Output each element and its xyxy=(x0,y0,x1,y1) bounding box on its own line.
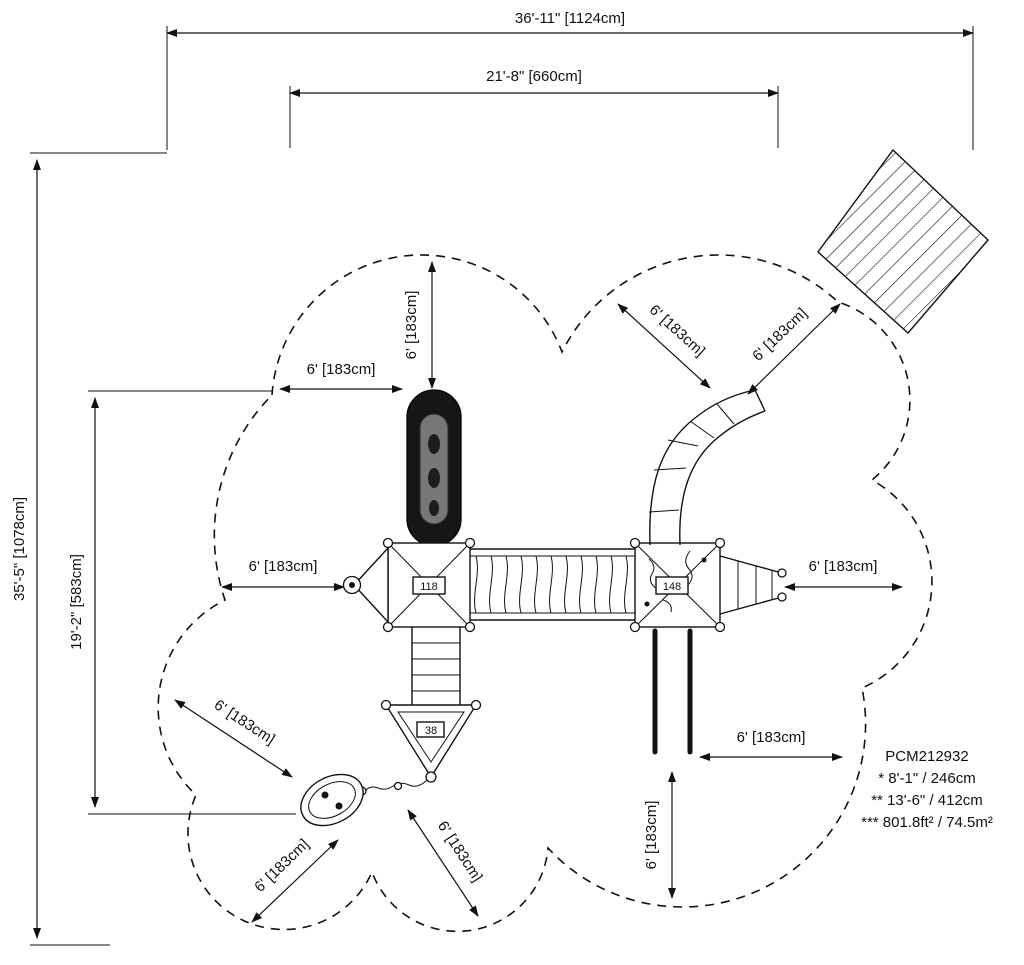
overall-depth-label: 35'-5" [1078cm] xyxy=(11,497,28,601)
hatched-area xyxy=(817,148,989,334)
use-zone-outline xyxy=(157,254,933,933)
clearance-upper-right-inner: 6' [183cm] xyxy=(617,301,711,389)
spinner-assembly xyxy=(300,773,428,827)
support-post xyxy=(464,537,476,549)
dimension-arrow xyxy=(407,809,479,917)
spinner-inner xyxy=(308,781,356,819)
slide-rail xyxy=(649,389,756,546)
support-post xyxy=(425,771,437,783)
play-structure: 118 xyxy=(300,389,787,827)
support-post xyxy=(382,537,394,549)
deck-118: 118 xyxy=(382,537,476,633)
notes-block: PCM212932 * 8'-1" / 246cm ** 13'-6" / 41… xyxy=(861,748,993,831)
clearance-label: 6' [183cm] xyxy=(307,361,376,378)
spinner-seat xyxy=(300,773,364,827)
transfer-station xyxy=(342,546,389,624)
spinner-handle xyxy=(321,791,329,799)
rope-bead xyxy=(393,781,403,791)
support-post xyxy=(470,699,482,711)
support-post xyxy=(382,621,394,633)
climber-hold xyxy=(428,468,440,488)
dimension-arrow xyxy=(617,303,711,389)
clearance-mid-left: 6' [183cm] xyxy=(221,558,345,591)
clearance-lower-left-upper-diagonal: 6' [183cm] xyxy=(174,696,293,778)
clearance-label: 6' [183cm] xyxy=(249,558,318,575)
grab-ring-center xyxy=(349,582,355,588)
climber-hold xyxy=(429,500,439,516)
support-post xyxy=(629,621,641,633)
exit-ladder xyxy=(719,555,787,615)
support-post xyxy=(714,537,726,549)
inner-depth-label: 19'-2" [583cm] xyxy=(68,554,85,650)
dimension-arrow xyxy=(747,303,841,395)
support-post xyxy=(714,621,726,633)
dimension-arrow xyxy=(251,839,339,923)
part-number: PCM212932 xyxy=(885,748,968,765)
net-ropes xyxy=(474,555,628,614)
transfer-triangle xyxy=(353,546,389,624)
dimension-arrow xyxy=(174,699,293,778)
slide-segments xyxy=(648,389,766,513)
clearance-label: 6' [183cm] xyxy=(643,801,660,870)
clearance-label: 6' [183cm] xyxy=(809,558,878,575)
deck-38-tag xyxy=(416,721,445,738)
clearance-label: 6' [183cm] xyxy=(646,301,708,360)
use-zone-boundary xyxy=(157,254,933,933)
clearance-label: 6' [183cm] xyxy=(403,291,420,360)
deck-148: 148 xyxy=(629,537,726,633)
slide-rail xyxy=(679,410,766,546)
clearance-label: 6' [183cm] xyxy=(251,836,312,896)
support-post xyxy=(464,621,476,633)
clearance-dims: 6' [183cm] 6' [183cm] 6' [183cm] 6' [183… xyxy=(174,261,903,923)
deck-148-tag xyxy=(655,576,689,595)
clearance-label: 6' [183cm] xyxy=(749,305,810,365)
deck-118-tag xyxy=(412,576,446,595)
lower-ladder xyxy=(411,627,461,705)
spinner-handle xyxy=(335,802,343,810)
climber-hold xyxy=(428,434,440,454)
clearance-upper-right-outer: 6' [183cm] xyxy=(747,303,841,395)
ladder-rail xyxy=(719,596,783,615)
support-post xyxy=(380,699,392,711)
note-line-1: * 8'-1" / 246cm xyxy=(878,770,975,787)
support-post xyxy=(777,568,787,578)
deck-118-number: 118 xyxy=(420,581,438,593)
spinner-outer xyxy=(300,773,364,827)
deck-38: 38 xyxy=(380,699,482,783)
deck-148-number: 148 xyxy=(663,581,681,593)
deck-38-number: 38 xyxy=(425,725,437,737)
clearance-label: 6' [183cm] xyxy=(211,696,278,748)
rock-climb-holds xyxy=(644,550,707,613)
hatched-area-shape xyxy=(817,148,989,334)
note-line-3: *** 801.8ft² / 74.5m² xyxy=(861,814,993,831)
ladder-rail xyxy=(719,555,783,574)
net-bridge xyxy=(470,548,635,621)
connecting-rope xyxy=(364,779,428,792)
tube-slide xyxy=(648,389,766,546)
inner-width-dim: 21'-8" [660cm] xyxy=(289,68,779,148)
clearance-bottom-vertical: 6' [183cm] xyxy=(643,771,676,899)
clearance-top-vertical: 6' [183cm] xyxy=(403,261,436,389)
clearance-upper-left: 6' [183cm] xyxy=(279,361,403,393)
inner-width-label: 21'-8" [660cm] xyxy=(486,68,582,85)
deck-38-inner xyxy=(397,711,465,763)
overall-width-label: 36'-11" [1124cm] xyxy=(515,10,625,27)
clearance-label: 6' [183cm] xyxy=(737,729,806,746)
clearance-bottom-right-horizontal: 6' [183cm] xyxy=(699,729,843,761)
clearance-lower-middle-diagonal: 6' [183cm] xyxy=(407,809,486,917)
clearance-mid-right: 6' [183cm] xyxy=(784,558,903,591)
overall-depth-dim: 35'-5" [1078cm] xyxy=(11,152,167,946)
clearance-lower-left-lower-diagonal: 6' [183cm] xyxy=(251,836,339,923)
clearance-label: 6' [183cm] xyxy=(434,818,486,885)
overhead-posts xyxy=(652,628,693,755)
support-post xyxy=(777,592,787,602)
overall-width-dim: 36'-11" [1124cm] xyxy=(166,10,974,150)
tube-climber xyxy=(406,389,462,547)
deck-38-platform xyxy=(384,704,478,779)
support-post xyxy=(629,537,641,549)
note-line-2: ** 13'-6" / 412cm xyxy=(871,792,983,809)
inner-depth-dim: 19'-2" [583cm] xyxy=(68,390,296,815)
